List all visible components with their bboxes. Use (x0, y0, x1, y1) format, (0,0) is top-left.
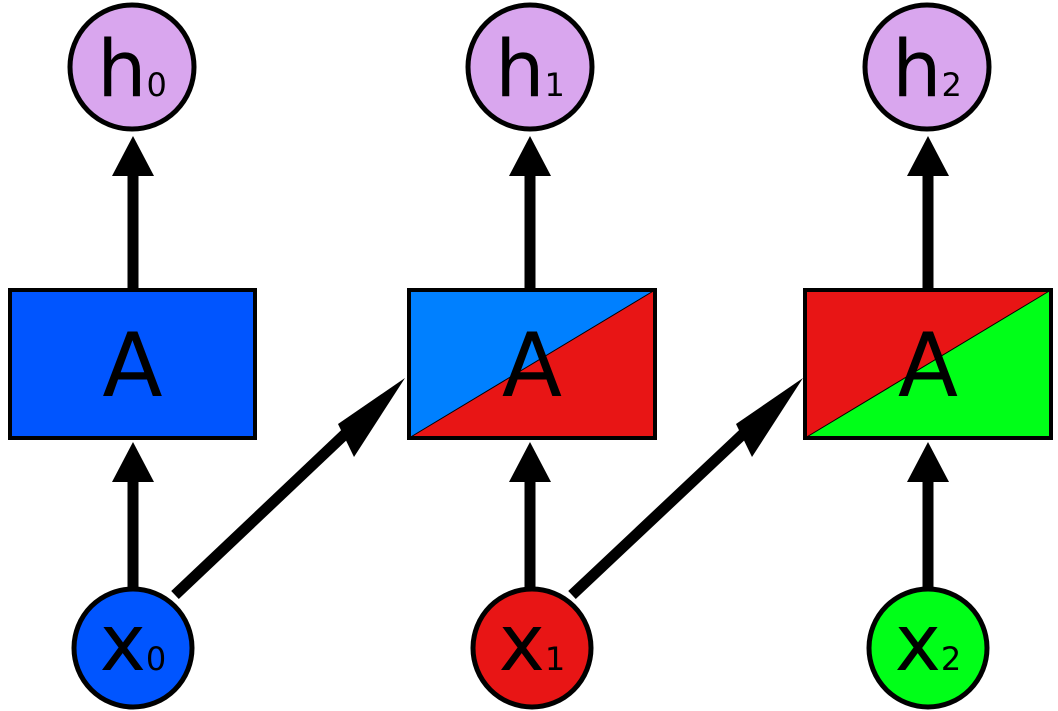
svg-text:x1: x1 (499, 599, 566, 689)
input-node-0 (71, 586, 195, 710)
input-subscript-1: 1 (545, 640, 565, 678)
timestep-1: A h1 x1 (407, 2, 657, 710)
input-subscript-0: 0 (146, 640, 166, 678)
output-arrowhead-1 (509, 136, 551, 176)
cell-label-0: A (102, 314, 162, 417)
svg-text:h0: h0 (97, 25, 167, 115)
rnn-cell-1 (407, 288, 657, 440)
input-node-2 (866, 586, 990, 710)
cell-label-2: A (898, 314, 958, 417)
output-node-2 (862, 2, 992, 132)
output-subscript-2: 2 (942, 66, 962, 104)
recurrent-arrowhead-1 (736, 378, 803, 457)
recurrent-arrowhead-0 (338, 378, 405, 457)
output-label-2: h (892, 25, 941, 115)
svg-text:h2: h2 (892, 25, 962, 115)
svg-text:h1: h1 (495, 25, 565, 115)
timestep-2: A h2 x2 (803, 2, 1053, 710)
timestep-0: A h0 x0 (8, 2, 257, 710)
output-node-1 (465, 2, 595, 132)
cell-label-1: A (502, 314, 562, 417)
input-label-2: x (895, 599, 941, 689)
input-arrowhead-1 (509, 442, 551, 482)
output-arrowhead-2 (907, 136, 949, 176)
output-arrowhead-0 (112, 136, 154, 176)
svg-text:x0: x0 (100, 599, 167, 689)
output-subscript-1: 1 (545, 66, 565, 104)
input-arrowhead-2 (907, 442, 949, 482)
output-label-1: h (495, 25, 544, 115)
output-node-0 (67, 2, 197, 132)
input-subscript-2: 2 (941, 640, 961, 678)
svg-text:x2: x2 (895, 599, 962, 689)
input-node-1 (470, 586, 594, 710)
rnn-cell-0 (8, 288, 257, 440)
input-arrowhead-0 (112, 442, 154, 482)
rnn-cell-2 (803, 288, 1053, 440)
recurrent-arrow-1-to-2 (568, 378, 803, 600)
input-label-0: x (100, 599, 146, 689)
output-subscript-0: 0 (147, 66, 167, 104)
input-label-1: x (499, 599, 545, 689)
output-label-0: h (97, 25, 146, 115)
recurrent-arrow-0-to-1 (171, 378, 405, 599)
